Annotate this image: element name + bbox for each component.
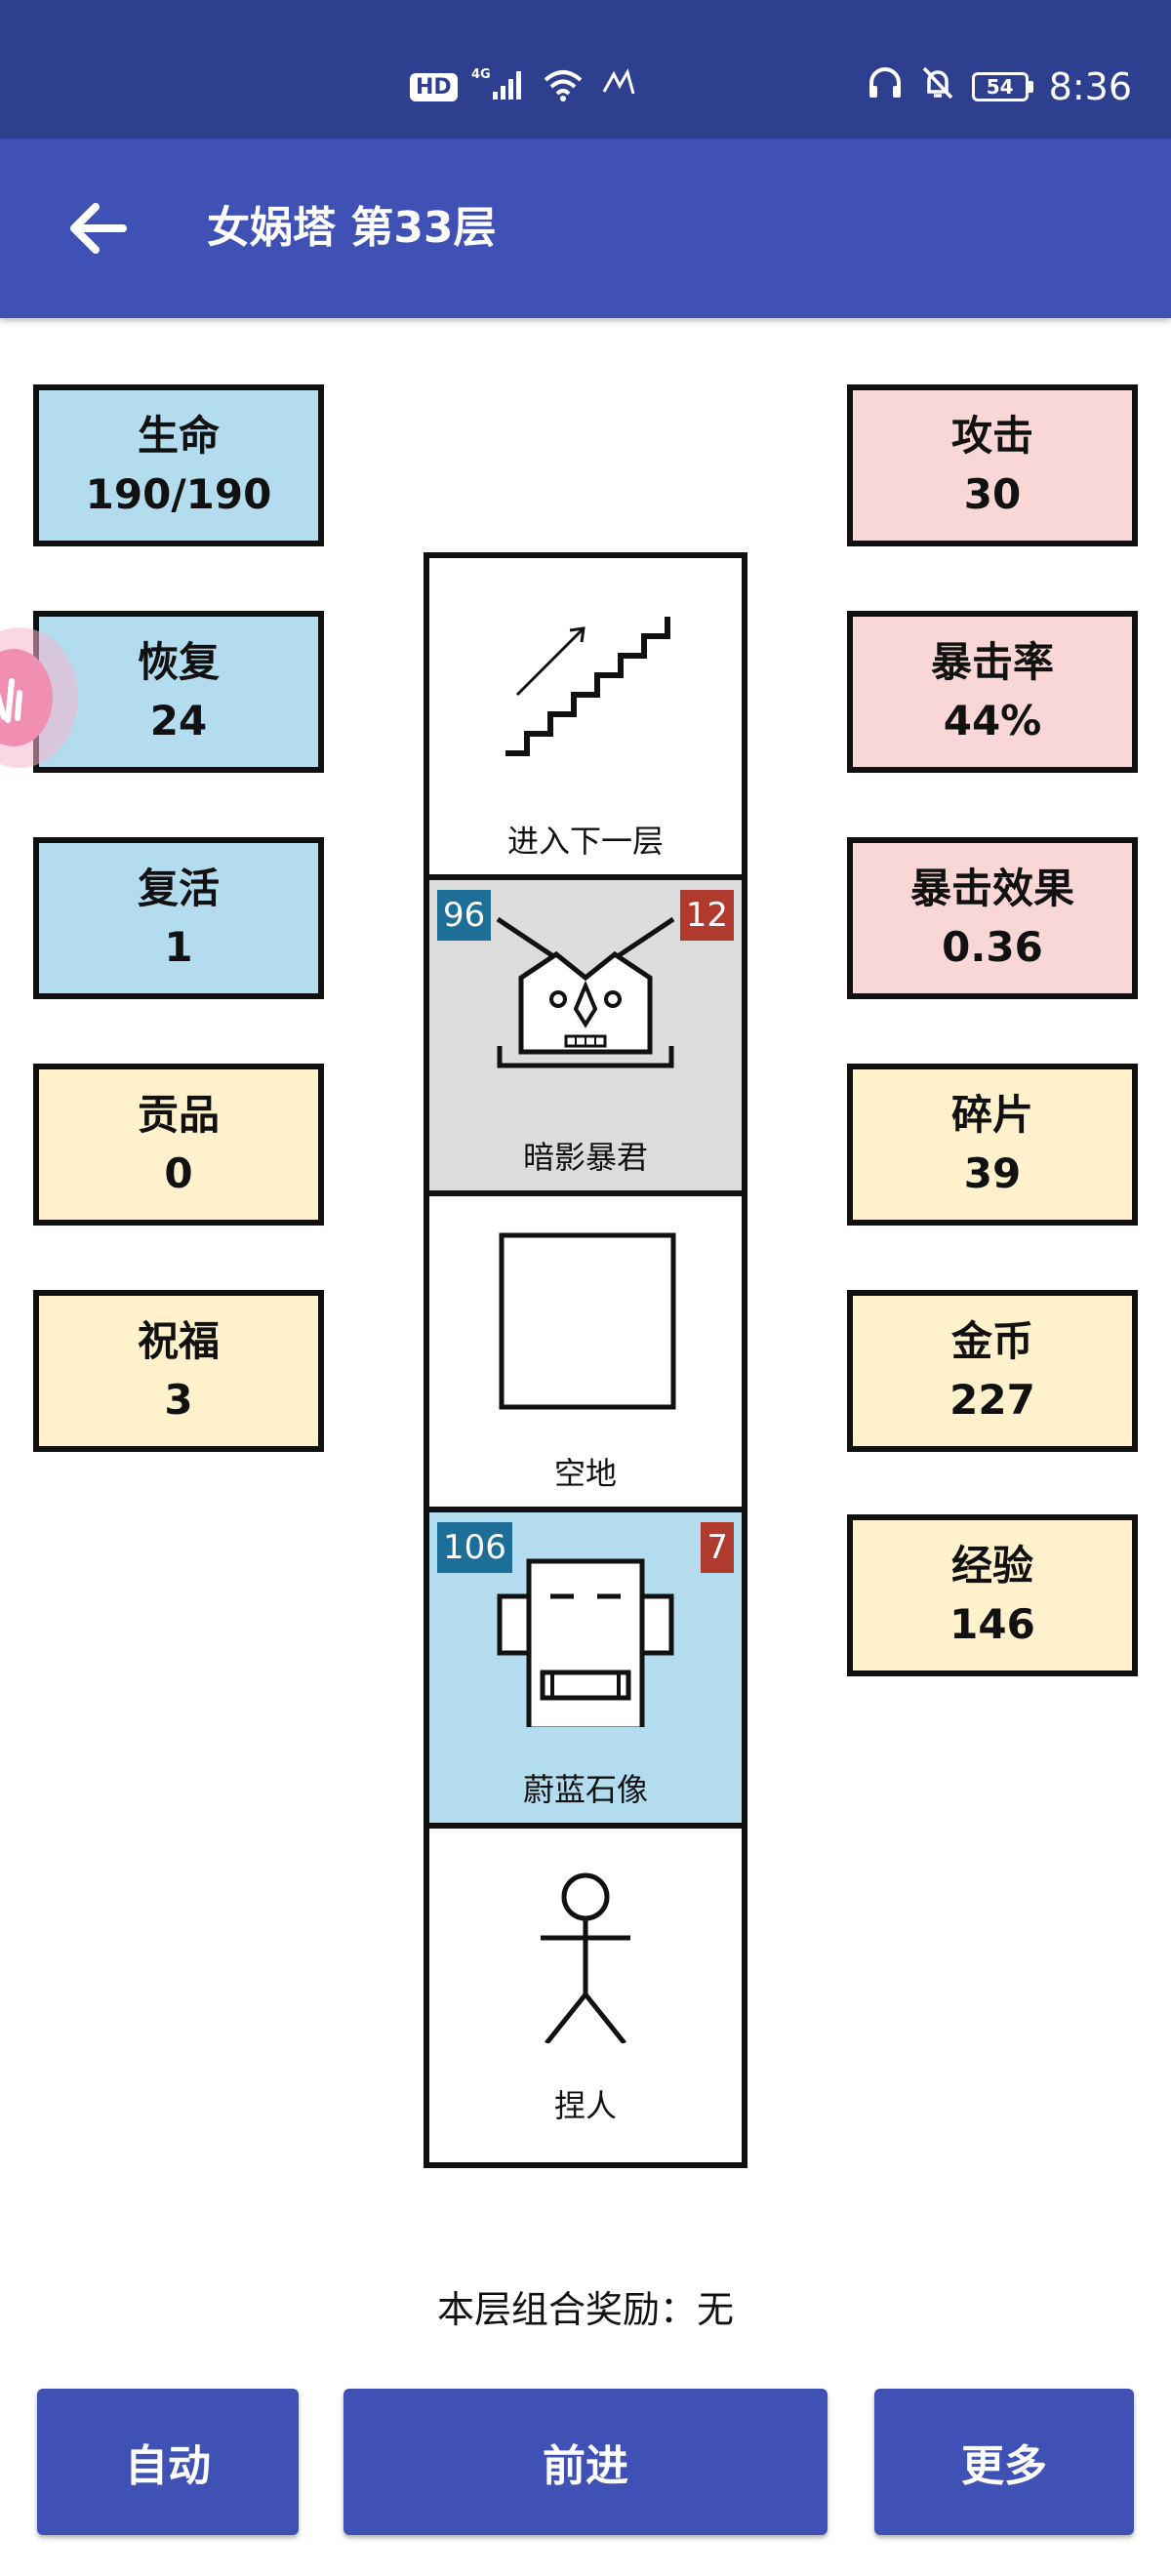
stat-label: 恢复 (137, 638, 220, 686)
stick-figure-icon (541, 1872, 630, 2043)
stat-label: 生命 (137, 412, 220, 460)
battery-level: 54 (971, 72, 1029, 101)
stat-value: 24 (149, 697, 208, 745)
network-type: 4G (471, 67, 491, 82)
tower-cell-empty[interactable]: 空地 (429, 1190, 742, 1507)
tower-cell-stairs[interactable]: 进入下一层 (429, 558, 742, 874)
tower-column: 进入下一层 96 12 暗影暴君 空地 106 7 (424, 552, 747, 2168)
enemy-hp-badge: 106 (437, 1522, 512, 1573)
cell-caption: 捏人 (553, 2087, 617, 2124)
stat-value: 39 (963, 1149, 1022, 1197)
stat-attack: 攻击 30 (847, 384, 1138, 546)
tower-cell-shadow-tyrant[interactable]: 96 12 暗影暴君 (429, 874, 742, 1190)
signal-icon: 4G (471, 66, 528, 108)
stat-label: 攻击 (950, 412, 1033, 460)
stat-label: 暴击效果 (909, 865, 1074, 912)
stat-label: 经验 (950, 1542, 1033, 1590)
tower-cell-player[interactable]: 捏人 (429, 1823, 742, 2139)
cell-caption: 进入下一层 (506, 823, 664, 860)
floating-bubble-icon[interactable] (0, 624, 84, 771)
stat-value: 0 (164, 1149, 193, 1197)
stat-label: 暴击率 (930, 638, 1054, 686)
empty-square-icon (499, 1232, 676, 1410)
stat-regen: 恢复 24 (33, 611, 324, 773)
stat-fragments: 碎片 39 (847, 1064, 1138, 1226)
stat-offering: 贡品 0 (33, 1064, 324, 1226)
back-button[interactable] (59, 189, 137, 267)
tower-cell-azure-statue[interactable]: 106 7 蔚蓝石像 (429, 1507, 742, 1823)
status-icons: HD 4G (410, 62, 637, 111)
cell-caption: 空地 (553, 1455, 617, 1492)
stat-label: 碎片 (950, 1091, 1033, 1139)
hd-icon: HD (410, 72, 458, 101)
wifi-icon (542, 66, 585, 108)
cell-caption: 蔚蓝石像 (522, 1771, 648, 1808)
stat-hp: 生命 190/190 (33, 384, 324, 546)
app-bar: 女娲塔 第33层 (0, 139, 1171, 318)
cell-caption: 暗影暴君 (522, 1139, 648, 1176)
stairs-icon (505, 617, 670, 756)
status-bar: HD 4G (0, 0, 1171, 139)
enemy-attack-badge: 7 (701, 1522, 734, 1573)
stat-experience: 经验 146 (847, 1514, 1138, 1676)
stat-label: 祝福 (137, 1317, 220, 1365)
clock: 8:36 (1048, 65, 1132, 108)
floor-reward-text: 本层组合奖励：无 (436, 2288, 734, 2331)
azure-statue-icon (497, 1558, 674, 1727)
stat-label: 贡品 (137, 1091, 220, 1139)
stat-value: 227 (949, 1376, 1035, 1424)
shadow-tyrant-icon (496, 916, 675, 1068)
stat-value: 190/190 (85, 470, 272, 518)
stat-value: 0.36 (942, 923, 1043, 971)
stat-value: 1 (164, 923, 193, 971)
app-notification-icon (598, 66, 637, 108)
stat-value: 3 (164, 1376, 193, 1424)
headphones-icon (867, 64, 904, 110)
page-title: 女娲塔 第33层 (207, 203, 497, 253)
battery-icon: 54 (971, 72, 1033, 101)
stat-value: 146 (949, 1600, 1035, 1648)
stat-gold: 金币 227 (847, 1290, 1138, 1452)
stat-crit-effect: 暴击效果 0.36 (847, 837, 1138, 999)
status-right: 54 8:36 (867, 62, 1132, 111)
stat-value: 30 (963, 470, 1022, 518)
stat-blessing: 祝福 3 (33, 1290, 324, 1452)
stat-revive: 复活 1 (33, 837, 324, 999)
enemy-attack-badge: 12 (679, 890, 734, 941)
auto-button[interactable]: 自动 (37, 2389, 299, 2535)
more-button[interactable]: 更多 (874, 2389, 1134, 2535)
stat-crit-rate: 暴击率 44% (847, 611, 1138, 773)
stat-value: 44% (943, 697, 1042, 745)
back-arrow-icon (70, 203, 127, 254)
stat-label: 复活 (137, 865, 220, 912)
stat-label: 金币 (950, 1317, 1033, 1365)
bell-muted-icon (919, 64, 956, 110)
enemy-hp-badge: 96 (437, 890, 492, 941)
advance-button[interactable]: 前进 (343, 2389, 828, 2535)
